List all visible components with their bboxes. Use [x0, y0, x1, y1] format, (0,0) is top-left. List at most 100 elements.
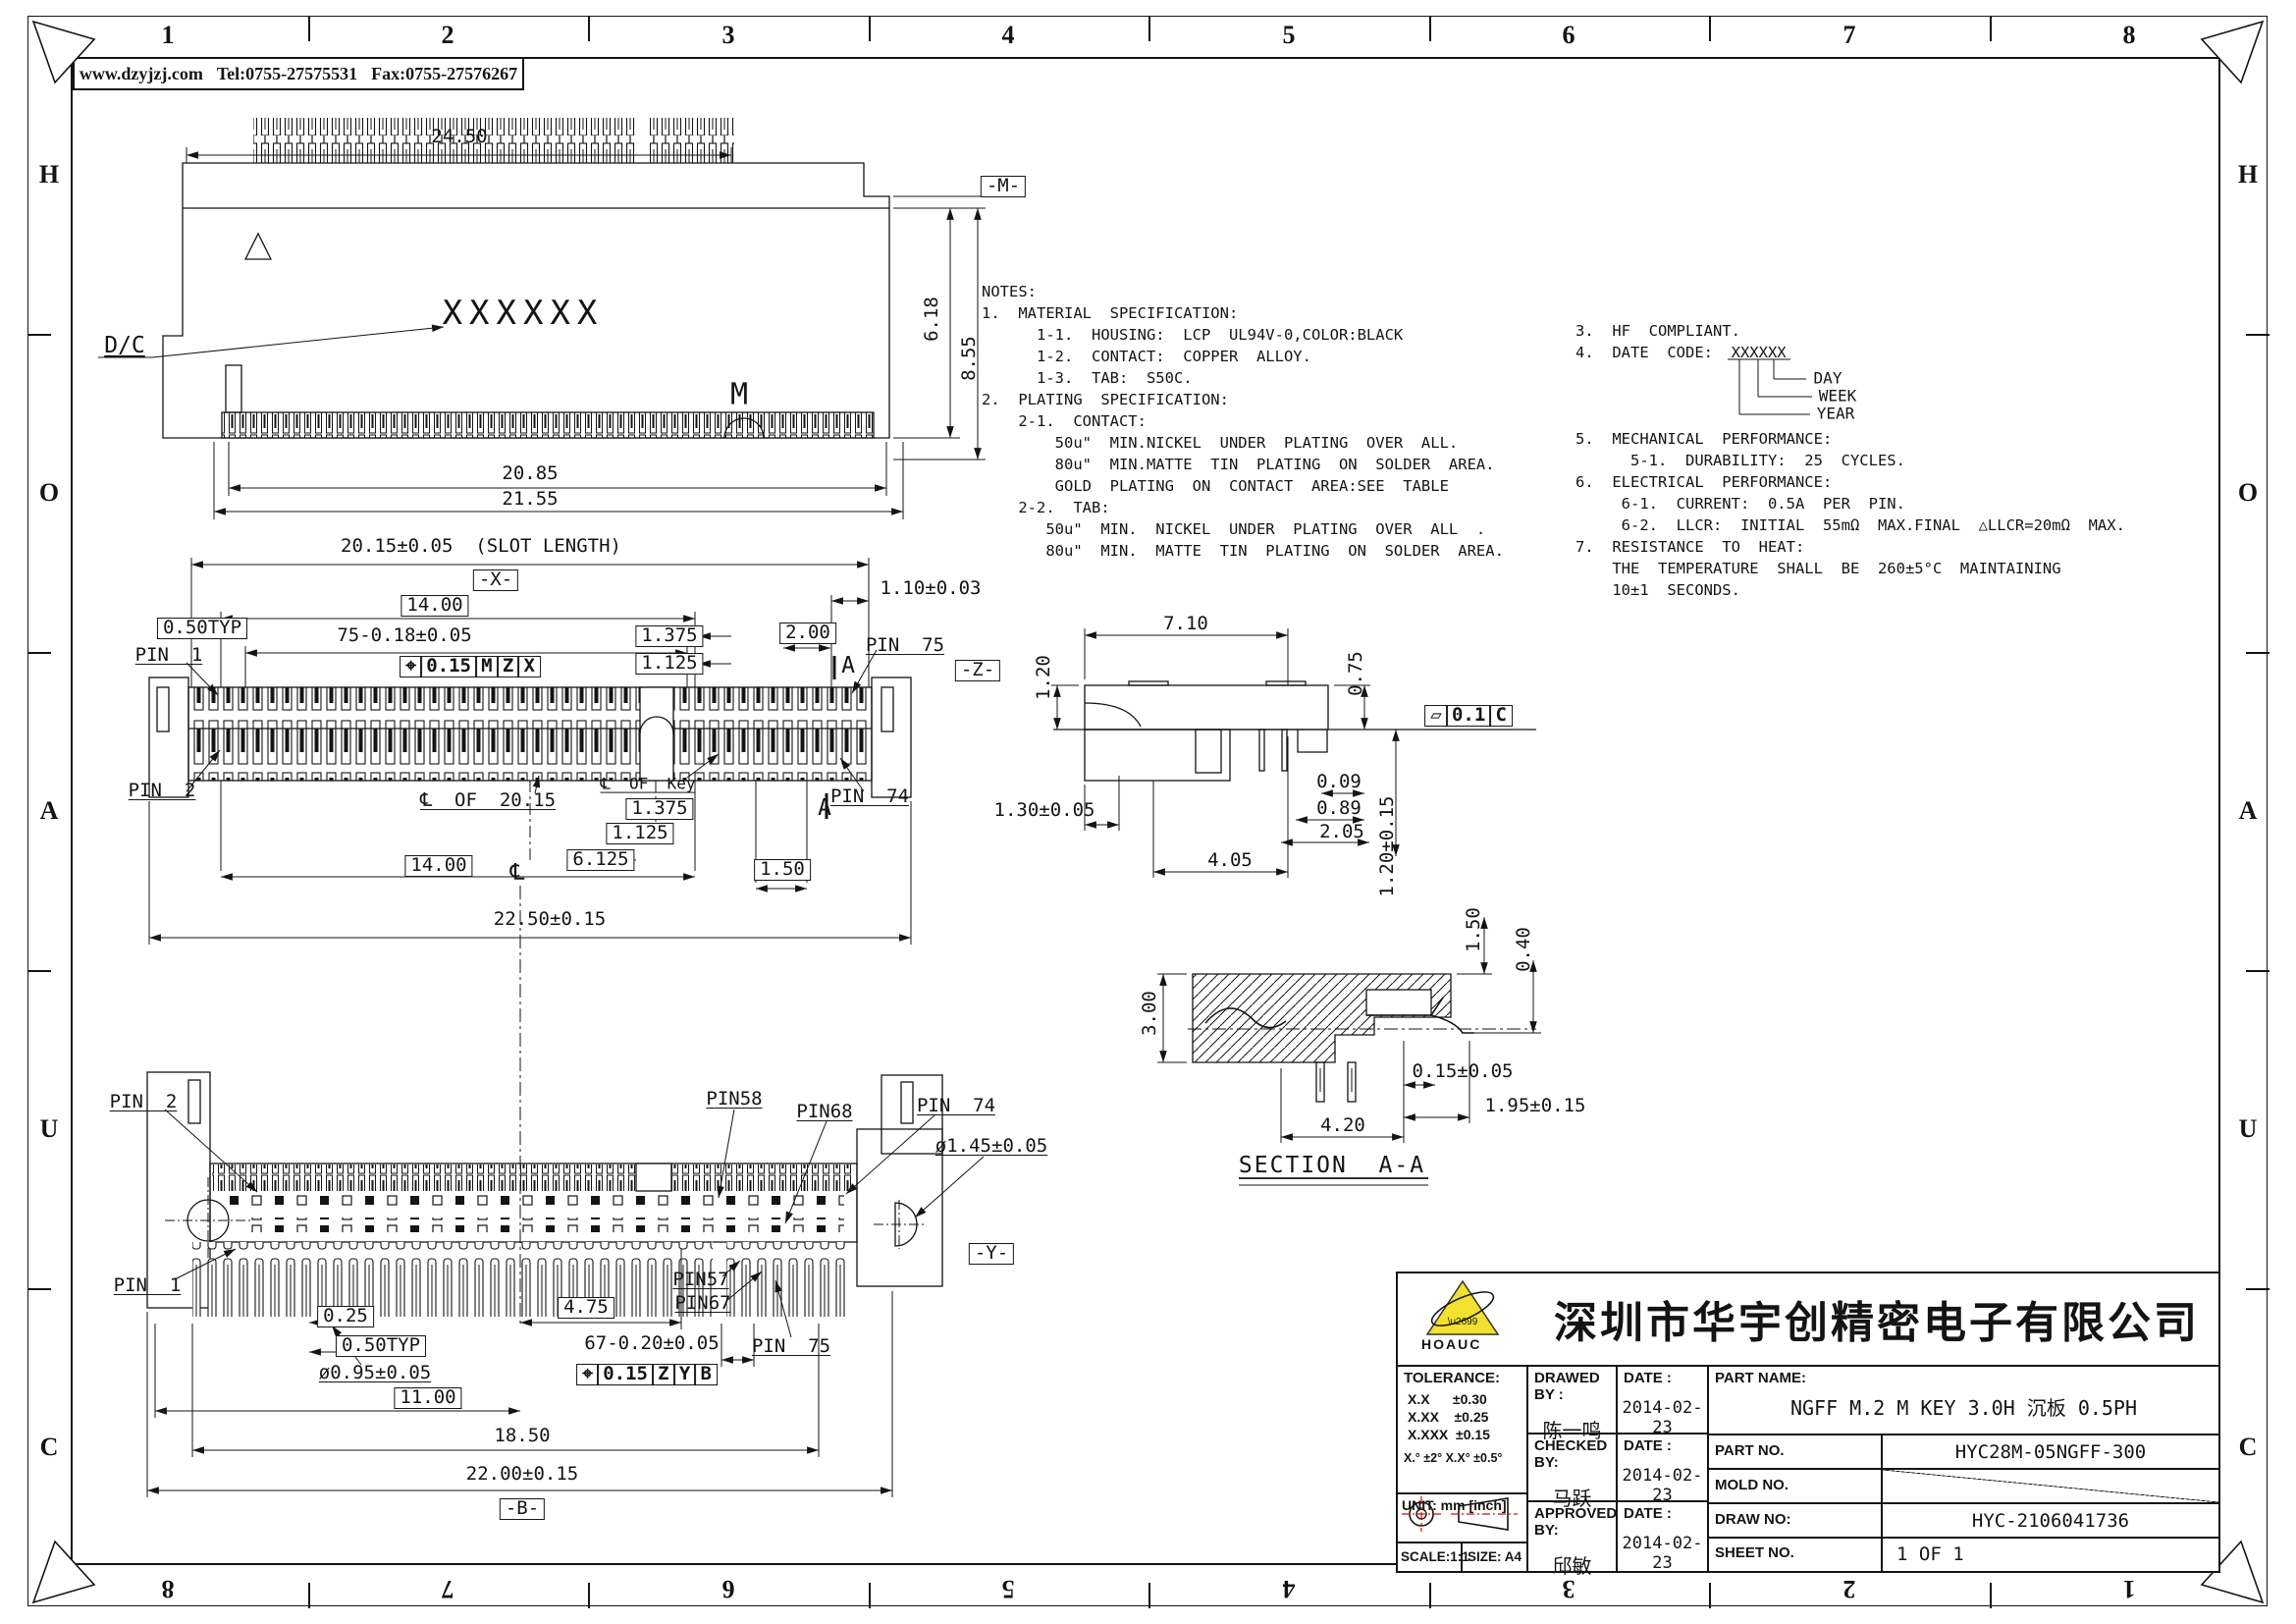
date-label: DATE : [1624, 1437, 1672, 1454]
vendor-tel: Tel:0755-27575531 [216, 63, 358, 83]
part-no-value: HYC28M-05NGFF-300 [1954, 1441, 2147, 1463]
checked-date-cell: DATE : 2014-02-23 [1616, 1435, 1707, 1505]
zone-tick [308, 1583, 310, 1608]
datum-label-y: -Y- [968, 1243, 1015, 1265]
empty-cell-strike [1883, 1470, 2218, 1502]
sheet-no-label: SHEET NO. [1715, 1544, 1794, 1561]
zone-tick [869, 1583, 871, 1608]
zone-number-top: 1 [161, 21, 175, 49]
zone-letter-left: H [38, 160, 60, 189]
mold-no-label-cell: MOLD NO. [1707, 1470, 1881, 1504]
fcf-cell: ▱ [1424, 705, 1448, 727]
centerline-label: ℄ OF 20.15 [419, 789, 557, 812]
dim-box: 14.00 [404, 855, 473, 877]
zone-letter-left: A [39, 796, 59, 825]
notes-performance: 3. HF COMPLIANT. 4. DATE CODE: XXXXXX 5.… [1575, 322, 2125, 599]
pin-label: PIN 1 [134, 644, 203, 667]
fcf-cell: C [1489, 705, 1513, 727]
dim-label: 21.55 [502, 488, 559, 511]
dim-label: 24.50 [431, 126, 488, 148]
pin-label: PIN57 [672, 1269, 729, 1291]
draw-no-label-cell: DRAW NO: [1707, 1504, 1881, 1539]
approved-by-cell: APPROVED BY: 邱敏 [1528, 1502, 1617, 1578]
zone-tick [588, 1583, 590, 1608]
svg-text:\u2699: \u2699 [1448, 1317, 1478, 1327]
date-code-placeholder: XXXXXX [442, 294, 605, 334]
datum-label-z: -Z- [954, 660, 1001, 681]
tolerance-label: TOLERANCE: [1404, 1370, 1501, 1386]
dim-box: 1.375 [635, 625, 704, 647]
dim-box: 1.125 [606, 823, 674, 844]
projection-cell: UNIT: mm [inch] SCALE:1:1 SIZE: A4 [1398, 1494, 1528, 1571]
zone-letter-right: H [2237, 160, 2259, 189]
zone-number-bottom: 7 [441, 1575, 454, 1603]
dim-label: 67-0.20±0.05 [584, 1332, 720, 1355]
zone-tick [869, 16, 871, 41]
tolerance-angle: X.° ±2° X.X° ±0.5° [1404, 1451, 1503, 1465]
zone-letter-left: C [39, 1433, 59, 1461]
dim-label: 20.85 [502, 462, 559, 485]
dim-label: ø1.45±0.05 [934, 1135, 1048, 1158]
dim-label: 2.05 [1319, 821, 1364, 843]
datum-label-b: -B- [499, 1498, 546, 1520]
part-name-label: PART NAME: [1715, 1370, 1807, 1386]
pin-label: PIN 1 [113, 1274, 182, 1297]
section-arrow-label: A [841, 652, 855, 678]
scale-label: SCALE:1:1 [1401, 1549, 1469, 1564]
zone-tick [1429, 1583, 1431, 1608]
dim-label: 0.75 [1345, 651, 1367, 696]
dim-box: 6.125 [566, 849, 635, 871]
dim-label: 4.05 [1207, 849, 1253, 872]
dim-label: 75-0.18±0.05 [337, 624, 472, 647]
dim-label: 0.89 [1316, 797, 1362, 820]
zone-tick [1429, 16, 1431, 41]
approved-by-name: 邱敏 [1552, 1554, 1592, 1578]
zone-tick [2246, 334, 2269, 336]
fcf-cell: B [694, 1364, 718, 1385]
zone-letter-right: O [2237, 478, 2259, 507]
dim-label: 22.00±0.15 [465, 1463, 579, 1486]
draw-no-value-cell: HYC-2106041736 [1881, 1504, 2218, 1539]
part-no-label: PART NO. [1715, 1442, 1785, 1459]
dim-box: 14.00 [400, 595, 469, 617]
datum-label-m: -M- [980, 176, 1027, 197]
dim-label: 1.95±0.15 [1484, 1095, 1586, 1117]
zone-tick [1709, 1583, 1711, 1608]
dim-label: 4.20 [1320, 1114, 1365, 1137]
part-name-cell: PART NAME: NGFF M.2 M KEY 3.0H 沉板 0.5PH [1707, 1367, 2218, 1435]
dim-label: YEAR [1816, 404, 1855, 423]
zone-tick [27, 970, 51, 972]
section-arrow-label: A [818, 794, 831, 821]
vendor-website: www.dzyjzj.com [79, 63, 203, 83]
fcf-cell: M [475, 656, 499, 677]
zone-tick [1148, 1583, 1150, 1608]
checked-by-cell: CHECKED BY: 马跃 [1528, 1435, 1616, 1510]
dim-label: 0.15±0.05 [1412, 1060, 1514, 1083]
zone-tick [27, 1288, 51, 1290]
dim-box: 1.50 [754, 859, 811, 881]
zone-number-top: 4 [1001, 21, 1015, 49]
pin-label: PIN58 [706, 1088, 763, 1110]
zone-tick [1709, 16, 1711, 41]
zone-tick [308, 16, 310, 41]
fcf-cell: ⌖ [400, 656, 422, 677]
dim-box: 11.00 [394, 1387, 462, 1409]
zone-letter-right: C [2238, 1433, 2258, 1461]
zone-number-top: 6 [1562, 21, 1575, 49]
part-no-value-cell: HYC28M-05NGFF-300 [1881, 1435, 2218, 1470]
zone-number-top: 5 [1282, 21, 1296, 49]
zone-letter-right: A [2238, 796, 2258, 825]
zone-tick [27, 652, 51, 654]
part-no-label-cell: PART NO. [1707, 1435, 1881, 1470]
dim-label: 0.40 [1513, 927, 1535, 972]
fcf-cell: Y [672, 1364, 697, 1385]
tolerance-values: X.X ±0.30 X.XX ±0.25 X.XXX ±0.15 [1408, 1391, 1490, 1442]
approved-date-cell: DATE : 2014-02-23 [1616, 1502, 1707, 1573]
notes-material-plating: NOTES: 1. MATERIAL SPECIFICATION: 1-1. H… [982, 283, 1504, 560]
drawed-by-name: 陈一鸣 [1542, 1419, 1602, 1442]
mold-no-value-cell [1881, 1470, 2218, 1504]
zone-number-bottom: 4 [1282, 1575, 1296, 1603]
